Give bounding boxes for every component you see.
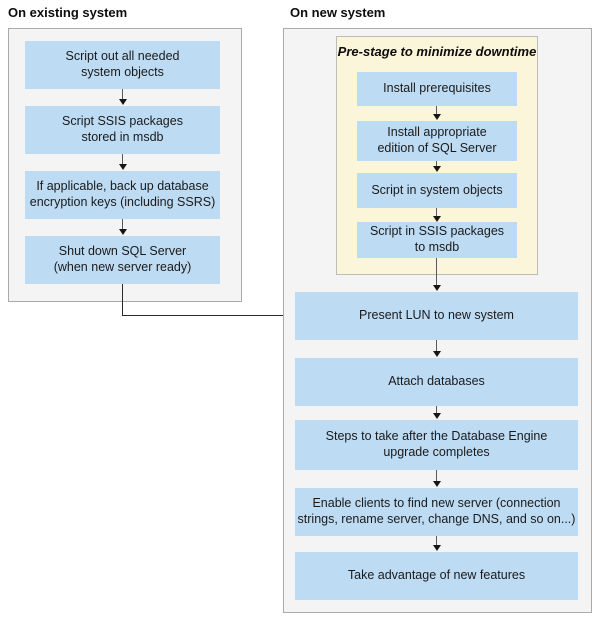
arrow-shaft	[436, 340, 437, 352]
arrow-shaft	[122, 219, 123, 230]
connector-vertical-line	[122, 284, 123, 315]
arrow-head	[433, 166, 441, 172]
arrow-down-icon	[432, 258, 441, 291]
new-system-title: On new system	[290, 5, 386, 20]
step-take-advantage-new-features: Take advantage of new features	[295, 552, 578, 600]
arrow-down-icon	[118, 89, 127, 105]
arrow-head	[433, 545, 441, 551]
arrow-down-icon	[432, 161, 441, 172]
arrow-down-icon	[118, 219, 127, 235]
arrow-shaft	[436, 161, 437, 167]
step-install-prerequisites: Install prerequisites	[357, 72, 517, 106]
arrow-down-icon	[432, 470, 441, 487]
arrow-down-icon	[432, 208, 441, 222]
step-backup-encryption-keys: If applicable, back up database encrypti…	[25, 171, 220, 219]
arrow-down-icon	[118, 154, 127, 170]
arrow-shaft	[122, 154, 123, 165]
arrow-head	[433, 216, 441, 222]
arrow-shaft	[436, 208, 437, 217]
arrow-head	[119, 164, 127, 170]
arrow-shaft	[436, 106, 437, 115]
arrow-down-icon	[432, 340, 441, 357]
step-install-sql-server-edition: Install appropriate edition of SQL Serve…	[357, 121, 517, 161]
step-script-ssis-packages: Script SSIS packages stored in msdb	[25, 106, 220, 154]
arrow-shaft	[436, 470, 437, 482]
arrow-shaft	[436, 536, 437, 546]
step-script-out-system-objects: Script out all needed system objects	[25, 41, 220, 89]
step-present-lun: Present LUN to new system	[295, 292, 578, 340]
step-attach-databases: Attach databases	[295, 358, 578, 406]
step-after-upgrade-completes: Steps to take after the Database Engine …	[295, 420, 578, 470]
connector-horizontal-line	[122, 315, 288, 316]
step-script-in-ssis-packages: Script in SSIS packages to msdb	[357, 222, 517, 258]
step-script-in-system-objects: Script in system objects	[357, 173, 517, 208]
arrow-head	[119, 99, 127, 105]
arrow-down-icon	[432, 106, 441, 120]
existing-system-title: On existing system	[8, 5, 128, 20]
arrow-down-icon	[432, 406, 441, 419]
arrow-head	[433, 481, 441, 487]
step-shut-down-sql-server: Shut down SQL Server (when new server re…	[25, 236, 220, 284]
arrow-head	[433, 351, 441, 357]
arrow-head	[433, 114, 441, 120]
arrow-head	[433, 285, 441, 291]
prestage-title: Pre-stage to minimize downtime	[337, 44, 537, 59]
arrow-shaft	[436, 258, 437, 286]
step-enable-clients-find-server: Enable clients to find new server (conne…	[295, 488, 578, 536]
arrow-head	[119, 229, 127, 235]
arrow-shaft	[436, 406, 437, 414]
arrow-down-icon	[432, 536, 441, 551]
arrow-shaft	[122, 89, 123, 100]
arrow-head	[433, 413, 441, 419]
